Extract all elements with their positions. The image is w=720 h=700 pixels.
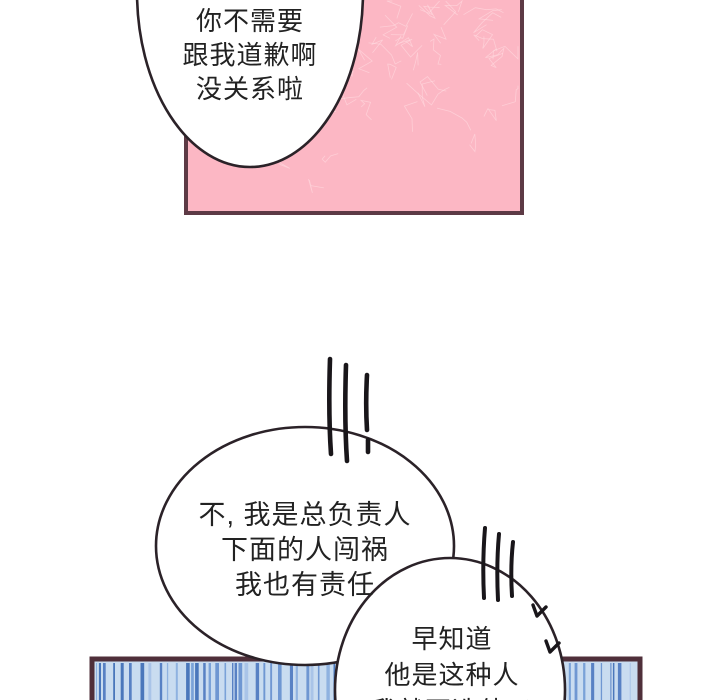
stripe (568, 663, 571, 700)
stripe (270, 663, 273, 700)
stripe (617, 663, 622, 700)
crackle-line (412, 52, 419, 71)
stripe (98, 663, 101, 700)
stripe (612, 663, 615, 700)
stripe (175, 663, 178, 700)
crackle-line (321, 153, 339, 163)
stripe (317, 663, 320, 700)
stripe (96, 663, 97, 700)
speech-bubble-bottom-right (333, 556, 567, 700)
speech-line: 你不需要 (195, 6, 304, 36)
crackle-line (386, 0, 402, 19)
crackle-line (418, 4, 436, 20)
crackle-line (371, 36, 384, 53)
stripe (159, 663, 163, 700)
speech-line: 不, 我是总负责人 (198, 500, 412, 530)
crackle-line (382, 14, 398, 39)
crackle-line (379, 13, 413, 28)
crackle-line (492, 45, 519, 60)
speech-bubble-middle-text: 不, 我是总负责人 下面的人闯祸 我也有责任 (158, 498, 452, 603)
crackle-line (488, 52, 504, 68)
stripe (326, 663, 330, 700)
crackle-line (357, 48, 373, 74)
crackle-line (359, 99, 372, 121)
crackle-line (436, 107, 472, 131)
stripe (113, 663, 115, 700)
speech-line: 早知道 (411, 624, 493, 654)
stripe (140, 663, 145, 700)
speech-line: 跟我道歉啊 (182, 40, 318, 70)
crackle-line (368, 42, 402, 65)
crackle-line (475, 29, 494, 49)
stripe (203, 663, 206, 700)
stripe (195, 663, 199, 700)
crackle-line (403, 101, 418, 132)
stripe (244, 663, 249, 700)
speech-line: 他是这种人 (384, 660, 520, 690)
crackle-line (473, 12, 502, 34)
stripe (129, 663, 132, 700)
crackle-line (501, 85, 519, 107)
stripe (600, 663, 603, 700)
speech-bubble-bottom-right-text: 早知道 他是这种人 我就不选他了 (338, 621, 566, 700)
speech-bubble-top-text: 你不需要 跟我道歉啊 没关系啦 (140, 4, 360, 106)
stripe (232, 663, 234, 700)
stripe (120, 663, 124, 700)
stripe (629, 663, 631, 700)
stripe (310, 663, 314, 700)
crackle-line (429, 38, 442, 65)
crackle-line (398, 38, 423, 58)
crackle-line (477, 9, 502, 21)
speech-line: 我就不选他了 (338, 693, 566, 700)
emphasis-strokes-bottom-bubble (481, 526, 515, 602)
crackle-line (443, 0, 463, 16)
flutter-curl-marks (531, 603, 561, 654)
stripe (583, 663, 586, 700)
crackle-line (469, 133, 477, 153)
stripe (295, 663, 298, 700)
speech-line: 下面的人闯祸 (221, 535, 389, 565)
stripe (610, 663, 612, 700)
crackle-line (422, 0, 440, 14)
crackle-line (394, 35, 413, 48)
speech-bubble-top (135, 0, 365, 169)
crackle-line (473, 34, 498, 52)
stripe (278, 663, 282, 700)
stripe (306, 663, 310, 700)
stripe (186, 663, 190, 700)
stripe (215, 663, 219, 700)
crackle-line (406, 82, 450, 106)
stripe (191, 663, 194, 700)
emphasis-strokes-middle-bubble (327, 356, 371, 464)
crackle-line (387, 63, 397, 80)
stripe (166, 663, 169, 700)
stripe (289, 663, 293, 700)
crackle-line (485, 46, 505, 66)
crackle-line (443, 0, 457, 26)
speech-line: 我也有责任 (235, 570, 375, 600)
stripe (148, 663, 152, 700)
crackle-line (432, 27, 447, 44)
stripe (263, 663, 266, 700)
stripe (208, 663, 211, 700)
stripe (103, 663, 106, 700)
crackle-line (483, 107, 497, 121)
stripe (234, 663, 237, 700)
stripe (574, 663, 578, 700)
stripe (591, 663, 595, 700)
crackle-line (417, 80, 436, 107)
stripe (224, 663, 227, 700)
speech-line: 没关系啦 (195, 74, 304, 104)
stripe (255, 663, 260, 700)
crackle-line (308, 178, 324, 194)
stripe (238, 663, 243, 700)
